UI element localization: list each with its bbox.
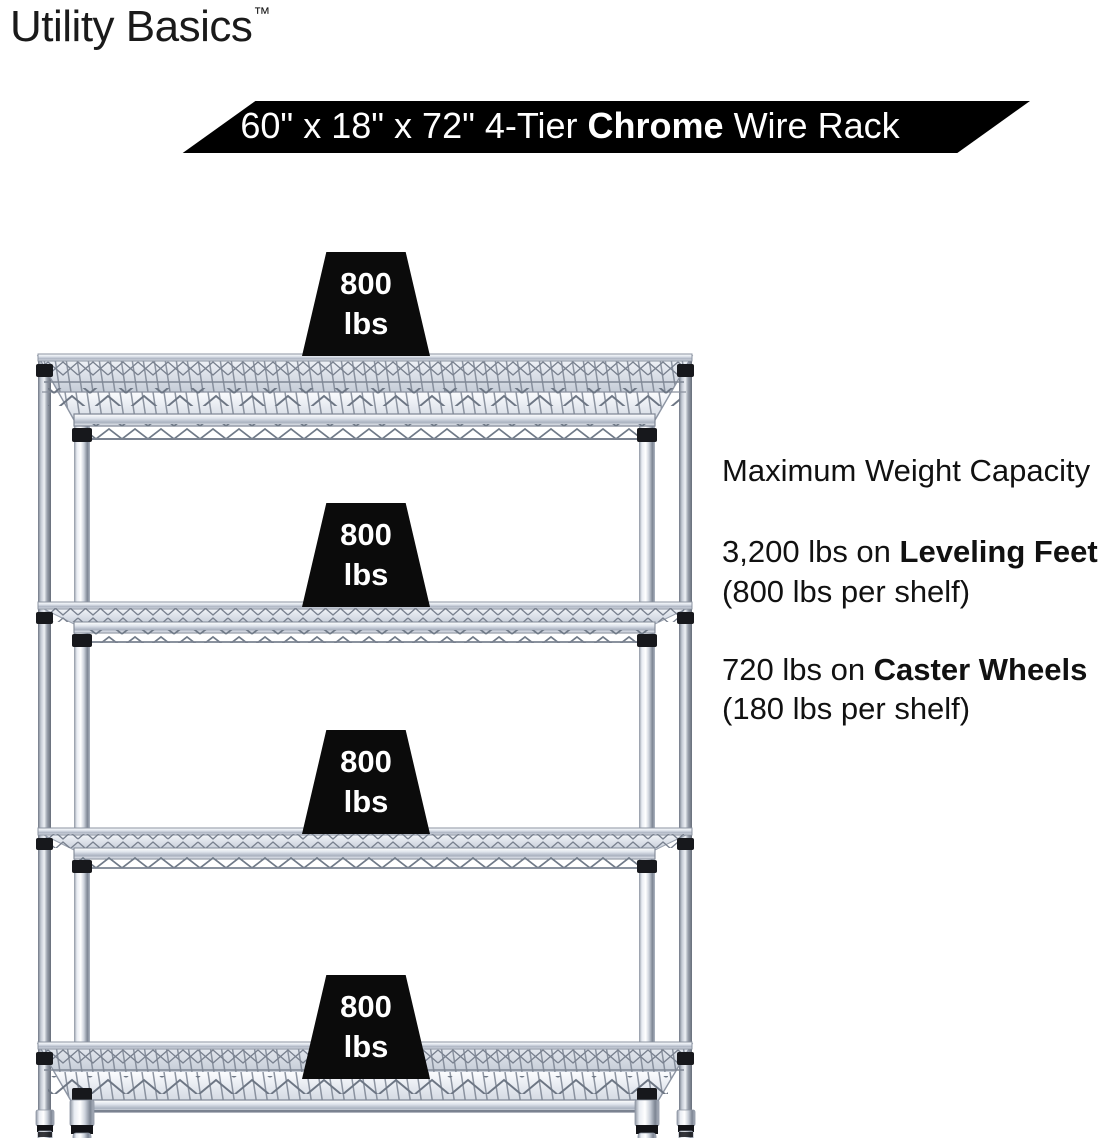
spec-2-tail: (180 lbs per shelf) (722, 691, 971, 727)
shelf-collar (637, 1088, 657, 1102)
brand-name: Utility Basics (10, 2, 253, 51)
shelf-collar (72, 634, 92, 647)
spec-1-lead: 3,200 lbs on (722, 534, 900, 570)
post-front-right (639, 397, 655, 1119)
callout-trapezoid-shape (302, 975, 430, 1079)
banner-text-prefix: 60" x 18" x 72" 4-Tier (240, 105, 588, 146)
weight-callout-tier-4: 800 lbs (302, 975, 430, 1079)
callout-trapezoid-shape (302, 730, 430, 834)
shelf-tier-3 (36, 827, 694, 873)
callout-value: 800 (340, 989, 392, 1025)
callout-label-group: 800 lbs (302, 252, 430, 356)
callout-trapezoid-shape (302, 503, 430, 607)
shelf-collar (36, 838, 53, 850)
spec-2-emphasis: Caster Wheels (873, 651, 1088, 687)
shelf-collar (36, 1052, 53, 1065)
shelf-collar (677, 838, 694, 850)
post-front-left (74, 397, 90, 1119)
brand-logo: Utility Basics™ (10, 2, 271, 52)
shelf-collar (677, 1052, 694, 1065)
banner-title-text: 60" x 18" x 72" 4-Tier Chrome Wire Rack (110, 101, 1030, 153)
callout-unit: lbs (343, 557, 389, 592)
spec-2-lead: 720 lbs on (722, 651, 874, 687)
spec-caster-wheels: 720 lbs on Caster Wheels (180 lbs per sh… (722, 650, 1120, 729)
shelf-collar (36, 612, 53, 624)
callout-unit: lbs (343, 306, 389, 341)
callout-label-group: 800 lbs (302, 975, 430, 1079)
callout-value: 800 (340, 517, 392, 553)
spec-1-tail: (800 lbs per shelf) (722, 574, 971, 610)
leveling-feet (35, 1099, 696, 1138)
post-back-left (38, 354, 51, 1116)
banner-text-suffix: Wire Rack (723, 105, 900, 146)
shelf-collar (72, 860, 92, 873)
shelf-collar (36, 364, 53, 377)
shelf-collar (637, 428, 657, 442)
callout-unit: lbs (343, 784, 389, 819)
leveling-foot (69, 1099, 95, 1127)
shelf-collar (677, 612, 694, 624)
callout-value: 800 (340, 266, 392, 302)
weight-capacity-info-panel: Maximum Weight Capacity 3,200 lbs on Lev… (722, 452, 1120, 729)
shelf-collar (637, 634, 657, 647)
shelf-tier-2 (36, 601, 694, 647)
rack-posts (38, 354, 692, 1119)
info-heading: Maximum Weight Capacity (722, 453, 1091, 488)
callout-label-group: 800 lbs (302, 503, 430, 607)
shelf-collar (637, 860, 657, 873)
weight-callout-tier-2: 800 lbs (302, 503, 430, 607)
callout-trapezoid-shape (302, 252, 430, 356)
weight-callout-tier-1: 800 lbs (302, 252, 430, 356)
spec-leveling-feet: 3,200 lbs on Leveling Feet (800 lbs per … (722, 532, 1120, 611)
banner-text-emphasis: Chrome (587, 105, 724, 146)
callout-value: 800 (340, 744, 392, 780)
title-banner: 60" x 18" x 72" 4-Tier Chrome Wire Rack (110, 101, 1030, 153)
weight-callout-tier-3: 800 lbs (302, 730, 430, 834)
spec-1-emphasis: Leveling Feet (899, 534, 1098, 570)
post-back-right (679, 354, 692, 1116)
callout-unit: lbs (343, 1029, 389, 1064)
shelf-collar (677, 364, 694, 377)
leveling-foot (634, 1099, 660, 1127)
shelf-collar (72, 1088, 92, 1102)
trademark-symbol: ™ (253, 4, 271, 24)
callout-label-group: 800 lbs (302, 730, 430, 834)
banner-background-shape (182, 101, 1030, 153)
shelf-tier-1 (36, 353, 694, 442)
shelf-collar (72, 428, 92, 442)
